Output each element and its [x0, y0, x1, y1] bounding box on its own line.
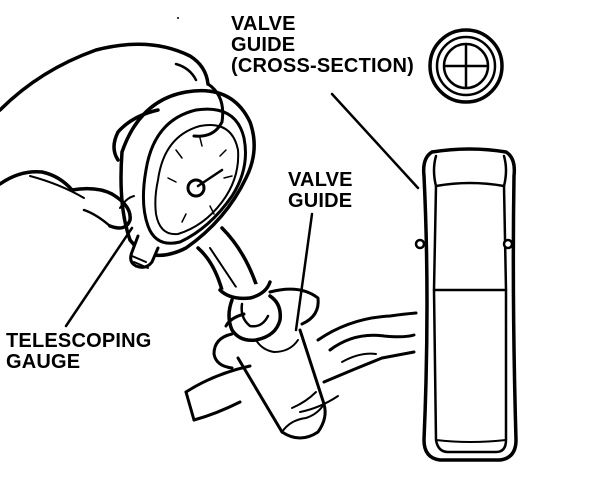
label-line: GUIDE	[288, 190, 353, 212]
label-line: TELESCOPING	[6, 330, 152, 352]
label-valve-guide: VALVE GUIDE	[288, 170, 353, 212]
leader-lines	[64, 92, 420, 332]
stray-dot	[177, 17, 179, 19]
label-valve-guide-cross-section: VALVE GUIDE (CROSS-SECTION)	[231, 14, 414, 77]
hand-holding-gauge	[0, 42, 225, 230]
telescoping-gauge	[119, 88, 283, 343]
label-line: GAUGE	[6, 351, 81, 373]
valve-guide-side-view	[414, 147, 518, 462]
label-line: GUIDE	[231, 34, 296, 56]
label-line: VALVE	[288, 169, 353, 191]
installed-valve-guide	[212, 287, 327, 440]
label-line: VALVE	[231, 13, 296, 35]
label-telescoping-gauge: TELESCOPING GAUGE	[6, 331, 152, 373]
label-line: (CROSS-SECTION)	[231, 55, 414, 77]
cross-section-circle	[428, 28, 504, 104]
